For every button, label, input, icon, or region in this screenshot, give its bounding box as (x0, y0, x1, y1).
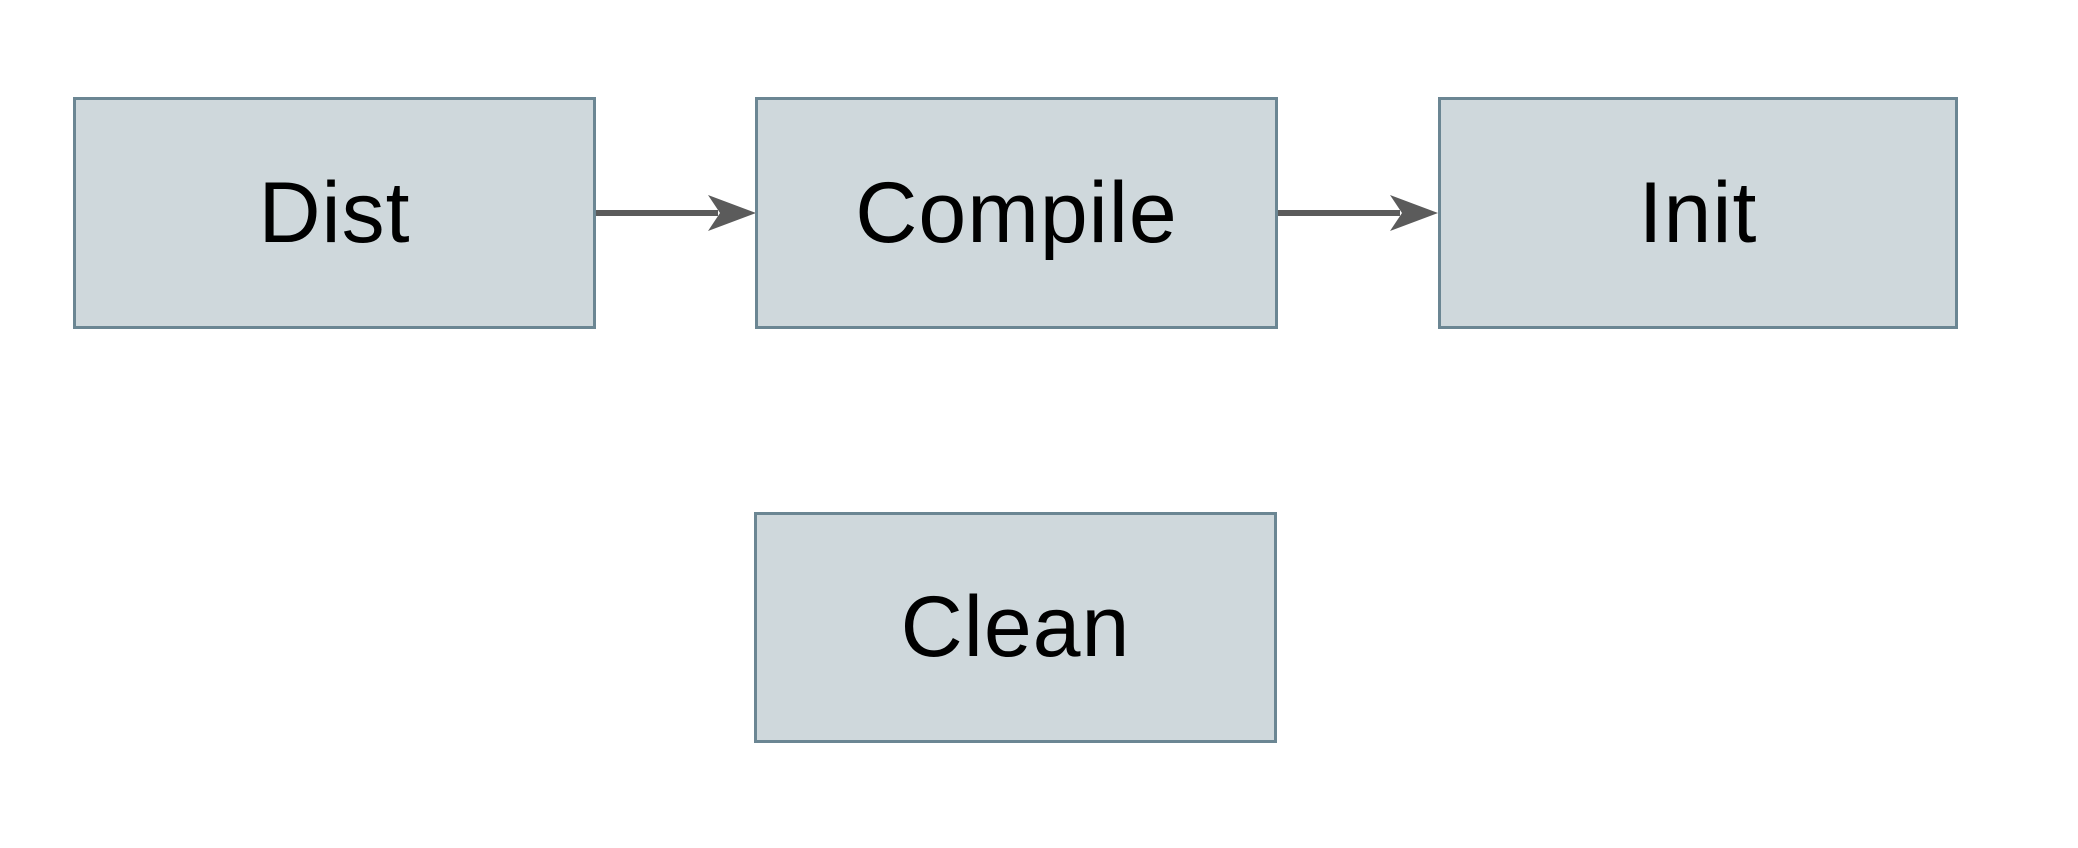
node-init[interactable]: Init (1438, 97, 1958, 329)
arrow-right-icon (596, 195, 756, 231)
node-init-label: Init (1638, 164, 1758, 261)
node-dist-label: Dist (258, 164, 411, 261)
arrow-compile-to-init (1278, 191, 1440, 235)
arrow-dist-to-compile (596, 191, 758, 235)
node-clean-label: Clean (900, 579, 1131, 675)
node-clean[interactable]: Clean (754, 512, 1277, 743)
node-compile-label: Compile (855, 164, 1178, 261)
node-compile[interactable]: Compile (755, 97, 1278, 329)
arrow-right-icon (1278, 195, 1438, 231)
node-dist[interactable]: Dist (73, 97, 596, 329)
